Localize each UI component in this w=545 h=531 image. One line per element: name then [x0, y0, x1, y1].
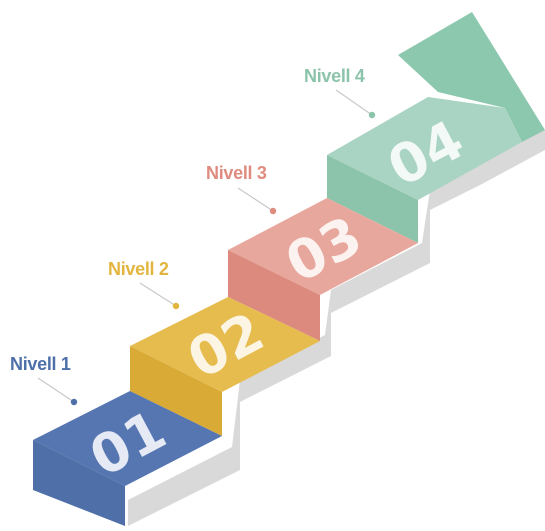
level-4-label: Nivell 4 [304, 66, 365, 86]
step-2-top [130, 297, 320, 392]
level-1-dot [70, 398, 78, 406]
level-1-leader [37, 377, 75, 403]
stair-shadow [128, 130, 545, 526]
level-4-leader [335, 89, 373, 116]
step-4-top [327, 97, 522, 200]
step-4-front [327, 155, 418, 243]
step-3-front [228, 250, 320, 341]
level-2-dot [172, 302, 180, 310]
step-1-front [33, 440, 125, 526]
level-3-dot [269, 207, 277, 215]
level-3-leader [237, 187, 274, 212]
step-1-top [33, 391, 222, 486]
level-3-label: Nivell 3 [206, 163, 267, 183]
step-3-top [228, 198, 418, 295]
level-2-label: Nivell 2 [108, 259, 169, 279]
arrow-head [398, 12, 545, 142]
level-2-leader [139, 282, 177, 307]
level-1-label: Nivell 1 [10, 354, 71, 374]
level-4-dot [368, 111, 376, 119]
step-2-front [130, 346, 222, 436]
